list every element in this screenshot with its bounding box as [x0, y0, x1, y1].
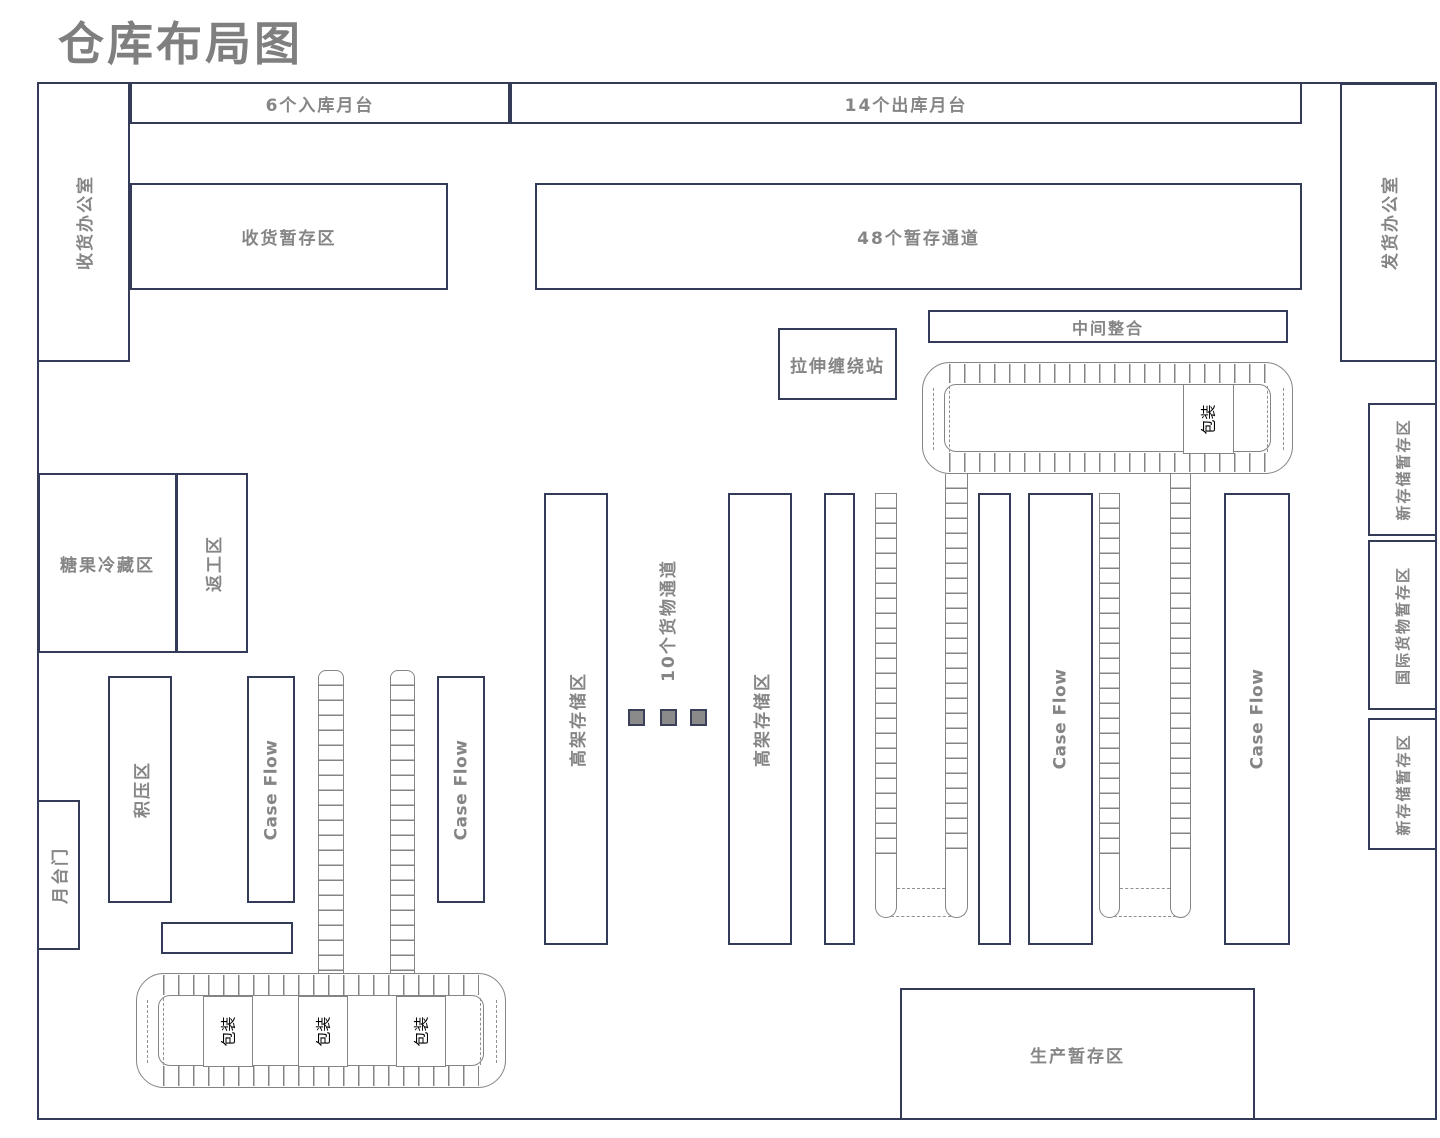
zone-label: 高架存储区	[568, 671, 589, 767]
packing-station-top: 包装	[1183, 384, 1234, 454]
belt-return-dash	[949, 386, 950, 452]
conveyor-segments	[163, 975, 479, 995]
aisle-marker-square	[690, 709, 707, 726]
zone-shipping-office: 发货办公室	[1340, 83, 1437, 362]
spur-conveyor-leg	[318, 670, 344, 974]
zone-rework-area: 返工区	[176, 473, 248, 653]
zone-label: 返工区	[204, 534, 225, 592]
zone-label: Case Flow	[261, 739, 281, 840]
zone-receiving-office: 收货办公室	[37, 82, 130, 362]
belt-return-dash	[496, 1000, 497, 1063]
storage-column	[978, 493, 1011, 945]
zone-label: 生产暂存区	[1030, 1046, 1125, 1067]
zone-high-bay-storage-1: 高架存储区	[544, 493, 608, 945]
conveyor-loop-bottom: 包装 包装 包装	[136, 973, 506, 1088]
zone-label: 月台门	[51, 846, 71, 904]
zone-label: 收货办公室	[76, 174, 96, 270]
conveyor-loop-top: 包装	[922, 362, 1293, 474]
packing-station-3: 包装	[396, 996, 446, 1067]
belt-return-dash	[1114, 916, 1176, 917]
zone-outbound-docks: 14个出库月台	[510, 82, 1302, 124]
zone-backlog-area: 积压区	[108, 676, 172, 903]
spur-conveyor-leg	[875, 493, 897, 918]
packing-station-2: 包装	[298, 996, 348, 1067]
belt-return-dash	[891, 916, 951, 917]
spur-conveyor-leg	[945, 474, 968, 918]
zone-label: 发货办公室	[1381, 175, 1401, 270]
conveyor-inner-edge	[944, 384, 1271, 452]
zone-case-flow-left-1: Case Flow	[247, 676, 295, 903]
aisle-marker-square	[660, 709, 677, 726]
zone-label: 48个暂存通道	[857, 229, 980, 249]
zone-label: 新存储暂存区	[1394, 732, 1413, 836]
zone-label: 收货暂存区	[241, 229, 337, 249]
belt-return-dash	[897, 888, 945, 889]
zone-new-storage-staging-top: 新存储暂存区	[1368, 403, 1437, 536]
zone-label: 拉伸缠绕站	[790, 356, 885, 377]
spur-conveyor-leg	[390, 670, 415, 974]
goods-aisles-label: 10个货物通道	[658, 558, 679, 682]
zone-candy-cold-storage: 糖果冷藏区	[38, 473, 177, 653]
conveyor-segments	[949, 453, 1266, 472]
belt-return-dash	[163, 998, 164, 1065]
page-title: 仓库布局图	[58, 17, 303, 71]
zone-label: 糖果冷藏区	[60, 555, 155, 576]
zone-label: 高架存储区	[752, 671, 773, 767]
zone-receiving-staging: 收货暂存区	[130, 183, 448, 290]
spur-conveyor-leg	[1099, 493, 1120, 918]
zone-label: Case Flow	[1050, 668, 1071, 770]
zone-case-flow-right-1: Case Flow	[1028, 493, 1093, 945]
zone-production-staging: 生产暂存区	[900, 988, 1255, 1120]
zone-case-flow-right-2: Case Flow	[1224, 493, 1290, 945]
zone-label: 6个入库月台	[265, 95, 375, 116]
belt-return-dash	[1283, 388, 1284, 450]
zone-new-storage-staging-bottom: 新存储暂存区	[1368, 718, 1437, 850]
zone-label: Case Flow	[1247, 668, 1267, 770]
zone-case-flow-left-2: Case Flow	[437, 676, 485, 903]
aisle-marker-square	[628, 709, 645, 726]
zone-label: 中间整合	[1071, 318, 1144, 338]
spur-conveyor-leg	[1170, 474, 1191, 918]
zone-label: 国际货物暂存区	[1394, 565, 1413, 685]
packing-station-1: 包装	[203, 996, 253, 1067]
unlabeled-box	[161, 922, 293, 954]
zone-staging-lanes: 48个暂存通道	[535, 183, 1302, 290]
zone-label: 14个出库月台	[844, 95, 968, 116]
zone-label: 积压区	[132, 761, 153, 818]
zone-label: 新存储暂存区	[1394, 418, 1413, 521]
storage-column	[824, 493, 855, 945]
zone-intl-goods-staging: 国际货物暂存区	[1368, 540, 1437, 710]
zone-dock-door: 月台门	[37, 800, 80, 950]
belt-return-dash	[147, 1000, 148, 1063]
conveyor-segments	[163, 1066, 479, 1086]
zone-consolidation: 中间整合	[928, 310, 1288, 343]
zone-label: Case Flow	[451, 739, 471, 840]
belt-return-dash	[933, 388, 934, 450]
zone-inbound-docks: 6个入库月台	[130, 82, 510, 124]
belt-return-dash	[1267, 386, 1268, 452]
belt-return-dash	[1120, 888, 1170, 889]
conveyor-segments	[949, 364, 1266, 383]
zone-stretch-wrap-station: 拉伸缠绕站	[778, 328, 897, 400]
belt-return-dash	[480, 998, 481, 1065]
zone-high-bay-storage-2: 高架存储区	[728, 493, 792, 945]
